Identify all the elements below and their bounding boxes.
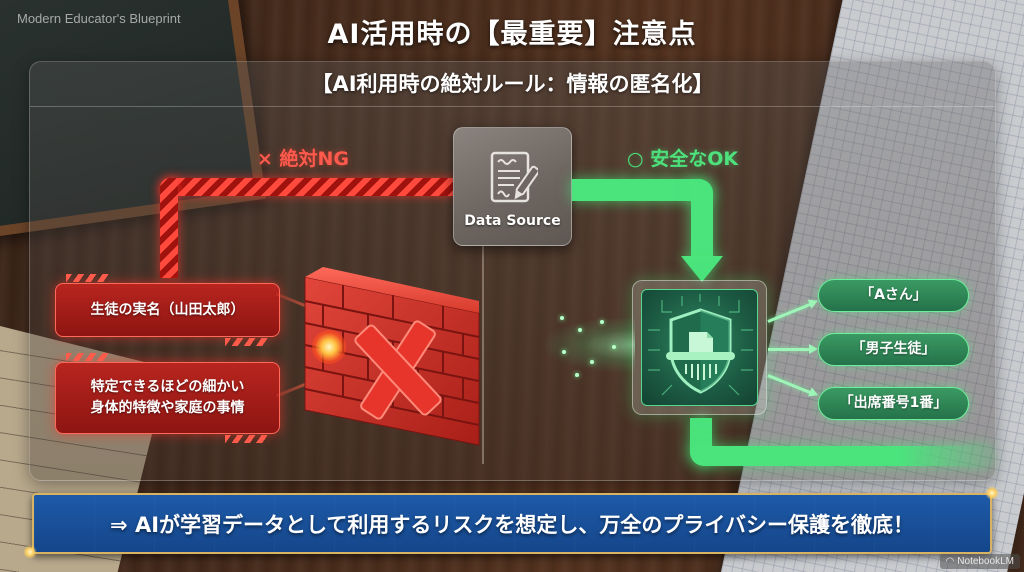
ok-item-pill: 「Aさん」 xyxy=(818,279,969,312)
ok-item-pill: 「出席番号1番」 xyxy=(818,387,969,420)
anonymizer-node xyxy=(632,280,767,415)
ok-flow-path xyxy=(572,179,712,201)
ng-item-real-name: 生徒の実名（山田太郎） xyxy=(55,274,280,346)
particle xyxy=(600,320,604,324)
sparkle-icon xyxy=(985,486,999,500)
particle xyxy=(590,360,594,364)
notebooklm-logo-icon: ◠ xyxy=(945,556,955,567)
ng-label: × 絶対NG xyxy=(257,148,350,170)
shield-anonymizer-icon xyxy=(648,294,753,396)
brick-wall-with-x-icon xyxy=(303,265,481,450)
document-pen-icon xyxy=(490,151,538,203)
ok-label: ○ 安全なOK xyxy=(627,148,739,170)
ok-flow-arrowhead xyxy=(681,256,723,282)
conclusion-banner: ⇒ AIが学習データとして利用するリスクを想定し、万全のプライバシー保護を徹底！ xyxy=(32,493,992,554)
notebooklm-badge: ◠ NotebookLM xyxy=(939,554,1020,569)
particle xyxy=(578,328,582,332)
panel-divider xyxy=(482,186,484,464)
notebooklm-badge-text: NotebookLM xyxy=(957,556,1014,567)
data-source-label: Data Source xyxy=(464,213,561,229)
ng-hazard-path-vertical xyxy=(160,178,178,278)
panel-header: 【AI利用時の絶対ルール：情報の匿名化】 xyxy=(30,62,995,107)
particle xyxy=(575,373,579,377)
particle xyxy=(612,345,616,349)
ng-hazard-path xyxy=(160,178,455,196)
sparkle-icon xyxy=(23,545,37,559)
watermark-label: Modern Educator's Blueprint xyxy=(17,11,181,26)
data-particle-stream xyxy=(545,318,635,372)
ng-item-text: 生徒の実名（山田太郎） xyxy=(90,301,245,318)
slide-title: AI活用時の【最重要】注意点 xyxy=(327,19,697,50)
conclusion-text: ⇒ AIが学習データとして利用するリスクを想定し、万全のプライバシー保護を徹底！ xyxy=(110,512,914,537)
ng-item-personal-details: 特定できるほどの細かい 身体的特徴や家庭の事情 xyxy=(55,353,280,443)
ok-item-pill: 「男子生徒」 xyxy=(818,333,969,366)
data-source-node: Data Source xyxy=(453,127,572,246)
ok-flow-path-exit-horizontal xyxy=(690,446,990,466)
ok-output-arrow xyxy=(768,344,818,354)
particle xyxy=(562,350,566,354)
impact-spark-icon xyxy=(312,330,346,364)
ng-item-text: 特定できるほどの細かい 身体的特徴や家庭の事情 xyxy=(90,379,245,416)
particle xyxy=(560,316,564,320)
ok-flow-path-vertical xyxy=(691,179,713,259)
